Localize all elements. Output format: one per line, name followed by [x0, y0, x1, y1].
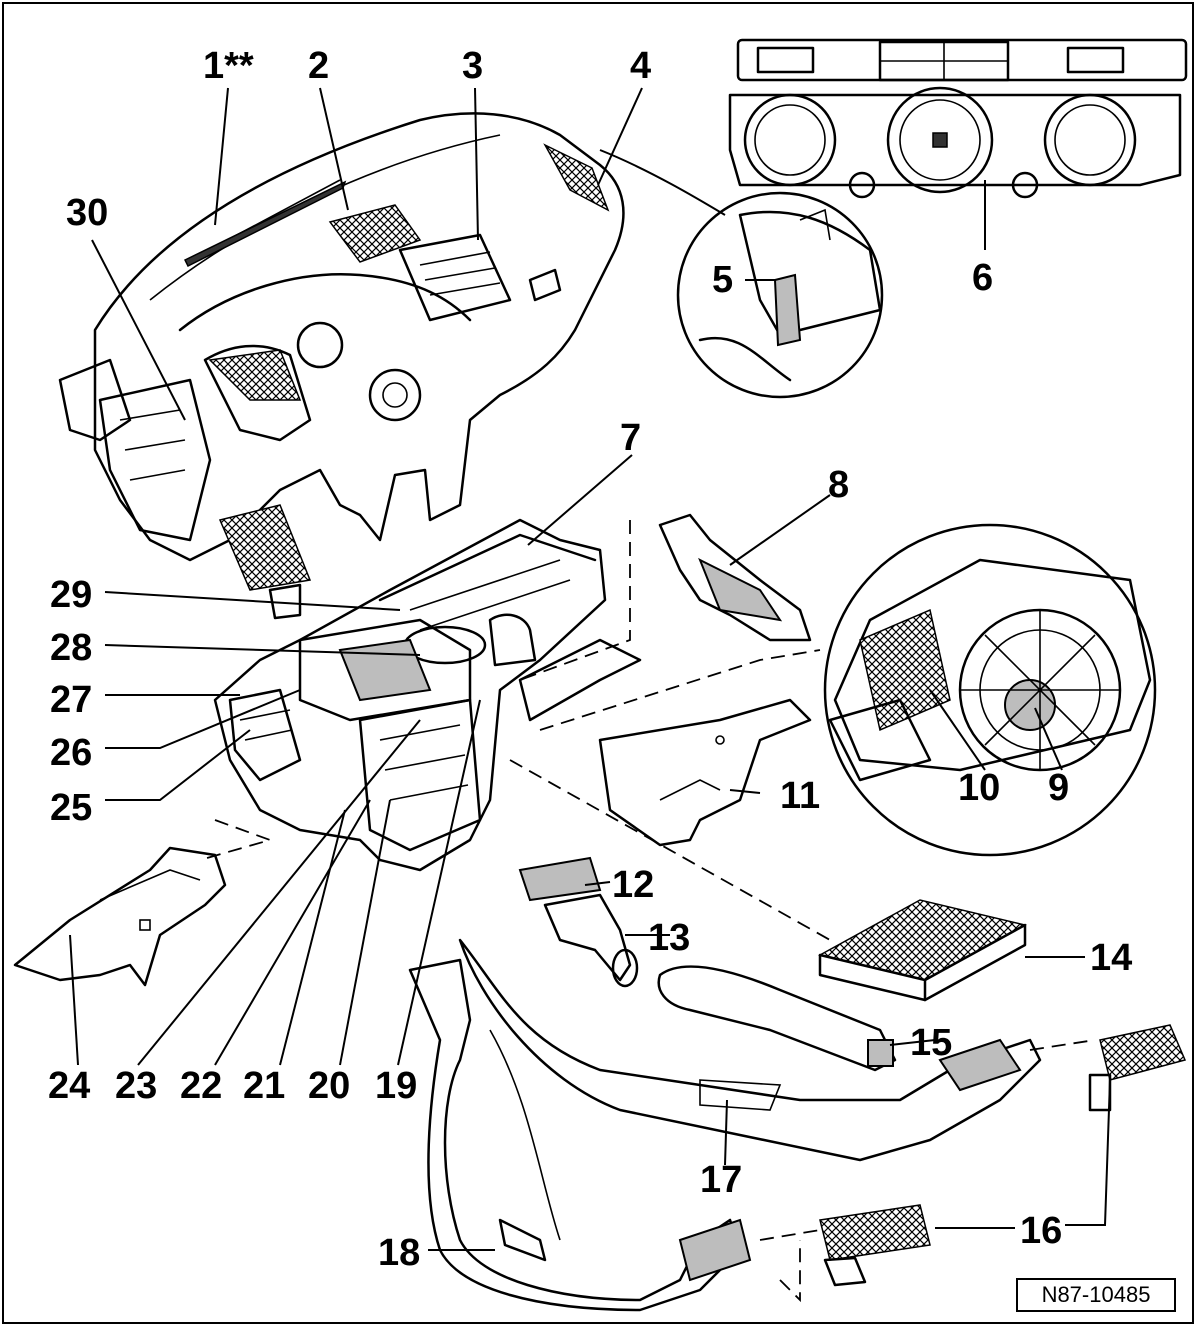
- callout-15: 15: [910, 1022, 952, 1064]
- pollen-filter: [817, 899, 1028, 1002]
- blower-detail: [823, 523, 1157, 857]
- callout-3: 3: [462, 45, 483, 87]
- callout-25: 25: [50, 787, 92, 829]
- callout-11: 11: [780, 775, 820, 817]
- callout-20: 20: [308, 1065, 350, 1107]
- guide-line-g: [779, 1240, 801, 1303]
- callout-17: 17: [700, 1159, 742, 1201]
- footwell-duct-right: [657, 965, 897, 1072]
- callout-16: 16: [1020, 1210, 1062, 1252]
- callout-1: 1**: [203, 45, 254, 87]
- climate-control-panel: [728, 38, 1188, 199]
- callout-13: 13: [648, 917, 690, 959]
- callout-22: 22: [180, 1065, 222, 1107]
- guide-line-b: [509, 759, 831, 941]
- callout-labels: 1** 2 3 4 5 6 7 8 9 10 11 12 13 14 15 16…: [48, 45, 1132, 1274]
- connector-ducts: [518, 856, 639, 988]
- callout-27: 27: [50, 679, 92, 721]
- detail-view-clip: [676, 191, 884, 399]
- callout-18: 18: [378, 1232, 420, 1274]
- cover-plate: [598, 698, 812, 847]
- figure-reference-code: N87-10485: [1016, 1278, 1176, 1312]
- air-duct-upper: [658, 513, 812, 642]
- detail-link-line: [599, 149, 726, 216]
- callout-5: 5: [712, 259, 733, 301]
- guide-line-e: [1029, 1039, 1096, 1051]
- guide-line-a: [539, 649, 821, 731]
- callout-29: 29: [50, 574, 92, 616]
- callout-9: 9: [1048, 767, 1069, 809]
- callout-7: 7: [620, 417, 641, 459]
- callout-21: 21: [243, 1065, 285, 1107]
- callout-leaders: [69, 87, 1111, 1251]
- footwell-duct-left: [13, 846, 227, 987]
- callout-23: 23: [115, 1065, 157, 1107]
- rear-duct-left: [408, 958, 931, 1312]
- callout-12: 12: [612, 864, 654, 906]
- callout-19: 19: [375, 1065, 417, 1107]
- dashboard-panel: [58, 112, 625, 620]
- callout-30: 30: [66, 192, 108, 234]
- callout-8: 8: [828, 464, 849, 506]
- callout-10: 10: [958, 767, 1000, 809]
- guide-line-c: [519, 520, 631, 681]
- callout-14: 14: [1090, 937, 1132, 979]
- callout-26: 26: [50, 732, 92, 774]
- callout-4: 4: [630, 45, 651, 87]
- callout-6: 6: [972, 257, 993, 299]
- callout-28: 28: [50, 627, 92, 669]
- guide-line-f: [759, 1229, 821, 1241]
- callout-24: 24: [48, 1065, 90, 1107]
- callout-2: 2: [308, 45, 329, 87]
